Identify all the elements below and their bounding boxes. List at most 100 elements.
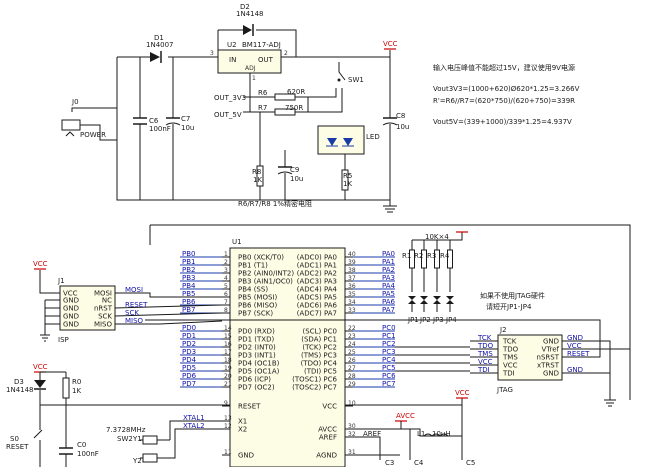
u1-right-pin-name: (TOSC1) PC6 — [292, 376, 337, 384]
avcc-label: AVCC — [396, 412, 415, 420]
d2-part: 1N4148 — [236, 10, 264, 18]
u1-left-net-label: PB1 — [182, 258, 195, 266]
u1-right-net-label: PA7 — [382, 306, 395, 314]
u1-right-pin-number: 33 — [348, 307, 356, 314]
jtag-net-right: GND — [567, 366, 583, 374]
u2-part: BM117-ADJ — [242, 41, 281, 49]
u1-right-pin-number: 23 — [348, 333, 356, 340]
power-supply-section: D2 1N4148 D1 1N4007 U2 BM117-ADJ IN OUT … — [61, 3, 409, 213]
u1-left-net-label: PD4 — [182, 356, 197, 364]
u1-right-net-label: PC0 — [382, 324, 396, 332]
note-line-1: 输入电压峰值不能超过15V，建议使用9V电源 — [433, 63, 575, 72]
jtag-pin-right: VTref — [541, 346, 559, 354]
u1-left-pin-number: 11 — [224, 449, 232, 456]
analog-vcc-label: VCC — [455, 389, 470, 397]
u1-left-pin-number: 6 — [224, 291, 228, 298]
c7-value: 10u — [181, 124, 194, 132]
u1-right-pin-number: 29 — [348, 381, 356, 388]
u1-left-pin-name: PD6 (ICP) — [238, 376, 271, 384]
crystal-circuit: 7.3728MHz SW2 Y1 Y2 XTAL1 XTAL2 — [106, 414, 222, 465]
u1-left-pin-name: PD3 (INT1) — [238, 352, 276, 360]
u1-right-net-label: PC7 — [382, 380, 396, 388]
isp-pin-left: VCC — [63, 290, 78, 298]
vcc-bus-wire — [149, 224, 631, 400]
u1-right-pin-number: 10 — [348, 400, 356, 407]
isp-net-sck: SCK — [125, 309, 139, 317]
diode-d1 — [150, 51, 162, 63]
r7-label: R7 — [258, 104, 267, 112]
u1-left-net-label: PB7 — [182, 306, 195, 314]
jtag-net-left: TDO — [477, 342, 494, 350]
d2-label: D2 — [240, 3, 250, 11]
c6-value: 100nF — [149, 125, 171, 133]
u1-right-pin-number: 36 — [348, 283, 356, 290]
u1-right-pin-number: 26 — [348, 357, 356, 364]
u1-left-pin-name: PB2 (AIN0/INT2) — [238, 270, 294, 278]
u1-left-pin-name: PB1 (T1) — [238, 262, 268, 270]
u1-left-pin-number: 21 — [224, 381, 232, 388]
jtag-header-j2 — [497, 334, 563, 381]
pullup-resistor-label: R1 — [402, 252, 411, 260]
u1-right-pin-name: (ADC0) PA0 — [297, 254, 337, 262]
reset-vcc-label: VCC — [33, 363, 48, 371]
c0-value: 100nF — [77, 450, 99, 458]
u1-left-pin-name: PD2 (INT0) — [238, 344, 276, 352]
isp-pin-left: GND — [63, 321, 79, 329]
u1-right-pin-number: 27 — [348, 365, 356, 372]
u2-out: OUT — [258, 56, 274, 64]
jtag-net-left: VCC — [478, 358, 493, 366]
c4-label: C4 — [414, 459, 424, 467]
r8-label: R8 — [252, 168, 261, 176]
u1-right-pin-number: 30 — [348, 423, 356, 430]
u1-left-net-label: PD6 — [182, 372, 197, 380]
u1-right-pin-name: AREF — [319, 434, 337, 442]
u1-right-pin-name: AGND — [316, 452, 337, 460]
jtag-note-2: 请短开JP1-JP4 — [486, 302, 532, 311]
isp-pin-left: GND — [63, 297, 79, 305]
led-icon — [326, 138, 354, 147]
u1-right-net-label: PA5 — [382, 290, 395, 298]
u1-right-pin-name: (TDO) PC4 — [301, 360, 338, 368]
u1-right-net-label: PC1 — [382, 332, 396, 340]
s0-reset-label: RESET — [6, 443, 29, 451]
u1-right-net-label: PA6 — [382, 298, 396, 306]
aref-net: AREF — [363, 430, 381, 438]
u2-pin1: 1 — [252, 75, 256, 82]
u1-right-net-label: PA4 — [382, 282, 396, 290]
u1-right-net-label: PC3 — [382, 348, 396, 356]
u1-right-net-label: PC5 — [382, 364, 396, 372]
jtag-net-left: TMS — [477, 350, 493, 358]
u1-left-net-label: PB0 — [182, 250, 195, 258]
u1-left-pin-name: PD7 (OC2) — [238, 384, 275, 392]
u1-left-pin-number: 4 — [224, 275, 228, 282]
u1-left-net-label: PB2 — [182, 266, 195, 274]
u1-left-pin-name: PB3 (AIN1/OC0) — [238, 278, 293, 286]
u1-right-pin-number: 22 — [348, 325, 356, 332]
u1-right-pin-name: (ADC4) PA4 — [297, 286, 338, 294]
isp-vcc-label: VCC — [33, 260, 48, 268]
u1-left-pin-number: 2 — [224, 259, 228, 266]
r6-label: R6 — [258, 89, 268, 97]
r7-value: 750R — [285, 104, 303, 112]
out-5v-label: OUT_5V — [214, 111, 242, 119]
r0-value: 1K — [72, 387, 81, 395]
out-3v3-label: OUT_3V3 — [214, 94, 246, 102]
c6-label: C6 — [149, 117, 159, 125]
u1-right-pin-number: 31 — [348, 449, 356, 456]
sw1-label: SW1 — [348, 76, 364, 84]
u1-left-pin-number: 17 — [224, 349, 232, 356]
u1-left-pin-name: PD4 (OC1B) — [238, 360, 280, 368]
d1-part: 1N4007 — [146, 41, 174, 49]
u1-left-pin-number: 3 — [224, 267, 228, 274]
c8-value: 10u — [396, 123, 409, 131]
r0-label: R0 — [72, 378, 81, 386]
d3-label: D3 — [14, 378, 24, 386]
u1-left-pin-name: PB4 (SS) — [238, 286, 268, 294]
jtag-pin-left: TMS — [502, 354, 518, 362]
isp-label: ISP — [58, 336, 69, 344]
u1-right-pin-name: (ADC6) PA6 — [297, 302, 338, 310]
u2-pin3: 3 — [210, 50, 214, 57]
u1-right-pin-name: (ADC2) PA2 — [297, 270, 337, 278]
jtag-net-left: TDI — [477, 366, 490, 374]
